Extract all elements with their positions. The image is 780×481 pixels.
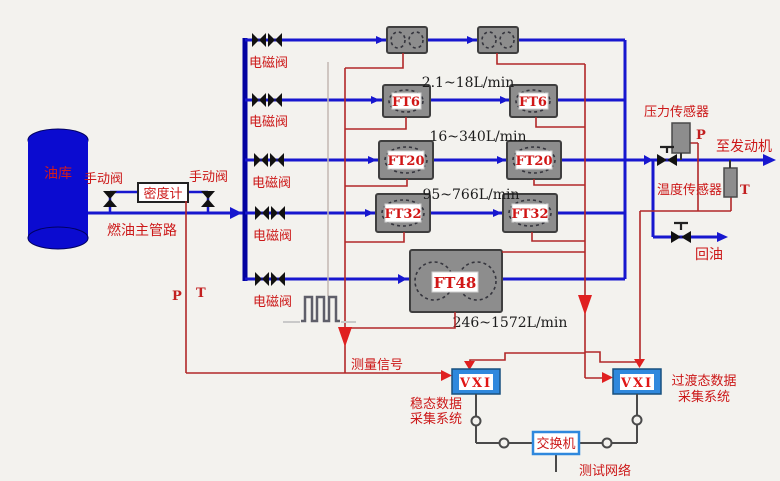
manual-valve-left — [103, 191, 117, 207]
solenoid-label-row3: 电磁阀 — [252, 176, 291, 191]
fuel-main-pipe-label: 燃油主管路 — [107, 222, 177, 239]
signal-arrows — [338, 295, 645, 383]
ft20-right-label: FT20 — [516, 154, 553, 169]
solenoid-label-row2: 电磁阀 — [249, 115, 288, 130]
manual-valve-right — [201, 191, 215, 207]
pressure-sensor — [671, 122, 691, 160]
network-switch: 交换机 — [531, 430, 581, 456]
transient-system-label-line1: 过渡态数据 — [671, 373, 736, 389]
range-ft32: 95~766L/min — [422, 187, 519, 203]
range-ft48: 246~1572L/min — [453, 315, 568, 331]
temperature-sensor — [723, 160, 738, 198]
solenoid-valve-row4 — [255, 206, 285, 220]
manual-valve-left-label: 手动阀 — [84, 172, 123, 187]
solenoid-valve-row5 — [255, 272, 285, 286]
flowmeters: FT6 FT6 FT20 FT20 FT32 — [375, 26, 562, 313]
flowmeter-ft32-right: FT32 — [502, 193, 558, 233]
density-meter: 密度计 — [137, 182, 189, 203]
solenoid-label-row4: 电磁阀 — [253, 229, 292, 244]
steady-system-label-line1: 稳态数据 — [410, 396, 462, 412]
meter-row1-right — [477, 26, 519, 54]
meter-row1-left — [386, 26, 428, 54]
vxi-steady: VXI — [451, 368, 501, 395]
vxi-transient: VXI — [612, 368, 662, 395]
flowmeter-ft6-left: FT6 — [382, 84, 431, 118]
test-network-lines — [470, 394, 643, 472]
flowmeter-ft48: FT48 — [409, 249, 503, 313]
outlet-valve — [657, 145, 677, 166]
temperature-sensor-label: 温度传感器 — [657, 182, 722, 198]
flowmeter-ft6-right: FT6 — [509, 84, 558, 118]
manual-valve-right-label: 手动阀 — [189, 170, 228, 185]
ft32-right-label: FT32 — [512, 207, 549, 222]
steady-system-label-line2: 采集系统 — [410, 411, 462, 427]
measurement-signal-label: 测量信号 — [351, 358, 403, 373]
test-network-label: 测试网络 — [579, 463, 631, 479]
range-ft20: 16~340L/min — [429, 129, 526, 145]
range-ft6: 2.1~18L/min — [422, 75, 515, 91]
p-signal-label: P — [172, 289, 182, 304]
solenoid-valve-row3 — [254, 153, 284, 167]
pressure-p-label: P — [696, 128, 706, 143]
flow-arrows — [230, 36, 776, 284]
solenoid-label-row1: 电磁阀 — [249, 56, 288, 71]
vxi-transient-label: VXI — [620, 376, 653, 391]
return-valve — [671, 221, 691, 243]
vxi-steady-label: VXI — [459, 376, 492, 391]
pressure-sensor-label: 压力传感器 — [644, 104, 709, 120]
flowmeter-ft20-left: FT20 — [378, 140, 434, 180]
ft6-right-label: FT6 — [519, 95, 547, 110]
to-engine-label: 至发动机 — [716, 139, 772, 155]
flowmeter-ft20-right: FT20 — [506, 140, 562, 180]
pulse-signal-icon — [283, 295, 356, 323]
ft32-left-label: FT32 — [385, 207, 422, 222]
temperature-t-label: T — [740, 183, 750, 198]
solenoid-valves — [252, 33, 285, 286]
density-meter-label: 密度计 — [143, 186, 182, 202]
transient-system-label-line2: 采集系统 — [678, 389, 730, 405]
ft6-left-label: FT6 — [392, 95, 420, 110]
flowmeter-ft32-left: FT32 — [375, 193, 431, 233]
network-switch-label: 交换机 — [536, 436, 575, 452]
tank-label: 油库 — [44, 166, 72, 182]
solenoid-valve-row1 — [252, 33, 282, 47]
ft20-left-label: FT20 — [388, 154, 425, 169]
solenoid-label-row5: 电磁阀 — [253, 295, 292, 310]
fuel-tank: 油库 — [27, 128, 89, 250]
t-signal-label: T — [196, 286, 206, 301]
oil-return-label: 回油 — [695, 247, 723, 263]
ft48-label: FT48 — [434, 274, 477, 292]
solenoid-valve-row2 — [252, 93, 282, 107]
